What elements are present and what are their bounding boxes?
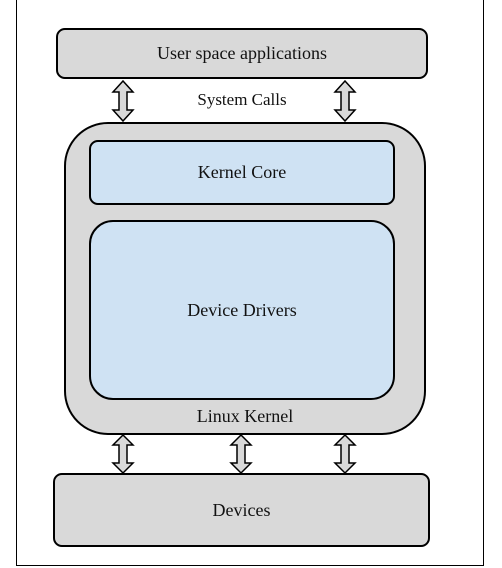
diagram-frame [16, 0, 484, 566]
device-drivers-box: Device Drivers [89, 220, 395, 400]
double-arrow-icon [111, 79, 135, 123]
user-space-label: User space applications [157, 43, 327, 63]
system-calls-label: System Calls [197, 90, 287, 109]
kernel-core-label: Kernel Core [197, 162, 287, 182]
devices-box: Devices [53, 473, 430, 547]
device-drivers-label: Device Drivers [187, 299, 297, 320]
devices-label: Devices [212, 499, 271, 520]
double-arrow-icon [333, 79, 357, 123]
double-arrow-icon [111, 433, 135, 475]
kernel-core-box: Kernel Core [89, 140, 395, 205]
linux-kernel-label: Linux Kernel [196, 406, 294, 426]
double-arrow-icon [333, 433, 357, 475]
double-arrow-icon [229, 433, 253, 475]
user-space-box: User space applications [56, 28, 428, 79]
